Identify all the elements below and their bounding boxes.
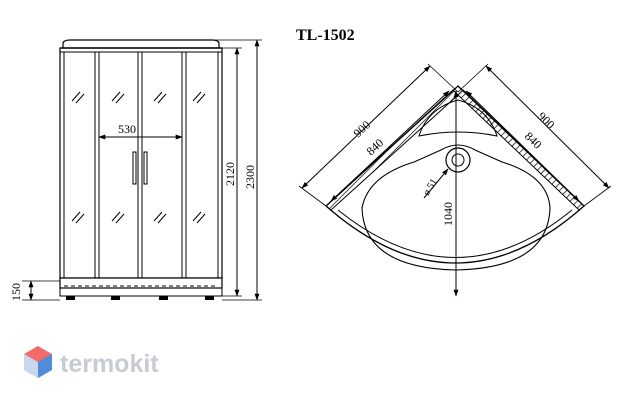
front-view: 530 — [59, 39, 223, 300]
cabin-frame — [59, 47, 223, 279]
glass-reflection-marks — [71, 91, 206, 224]
inner-height-label: 2120 — [223, 162, 237, 186]
termokit-logo: termokit — [24, 346, 159, 378]
drain-inner — [451, 153, 465, 167]
tray-foot-4 — [205, 296, 214, 300]
inner-right-dimension-line — [465, 90, 580, 202]
total-height-label: 2300 — [243, 165, 257, 189]
model-title: TL-1502 — [296, 27, 355, 44]
tray-foot-1 — [66, 296, 75, 300]
drain-diameter-label: ø 51 — [421, 177, 440, 198]
tray-height-label: 150 — [9, 283, 23, 301]
front-dimensions: 2120 2300 150 — [9, 39, 262, 301]
tray-foot-3 — [159, 296, 168, 300]
inner-left-dimension-line — [330, 90, 450, 202]
outer-right-label: 900 — [535, 109, 558, 132]
left-door-handle — [132, 151, 137, 185]
tray-rim-line — [337, 209, 573, 258]
brand-name: termokit — [60, 350, 159, 378]
drain-leader-line — [423, 168, 449, 199]
outer-left-label: 900 — [350, 118, 373, 141]
depth-label: 1040 — [441, 202, 455, 226]
tray-foot-2 — [111, 296, 120, 300]
tray-outline — [325, 85, 585, 264]
door-width-label: 530 — [118, 122, 136, 136]
tray-apron — [59, 287, 223, 297]
top-dimensions: 900 900 840 840 1040 ø 51 — [298, 63, 612, 297]
cabin-roof — [62, 39, 220, 49]
left-wall-hatch — [325, 89, 459, 211]
right-door-handle — [143, 151, 148, 185]
